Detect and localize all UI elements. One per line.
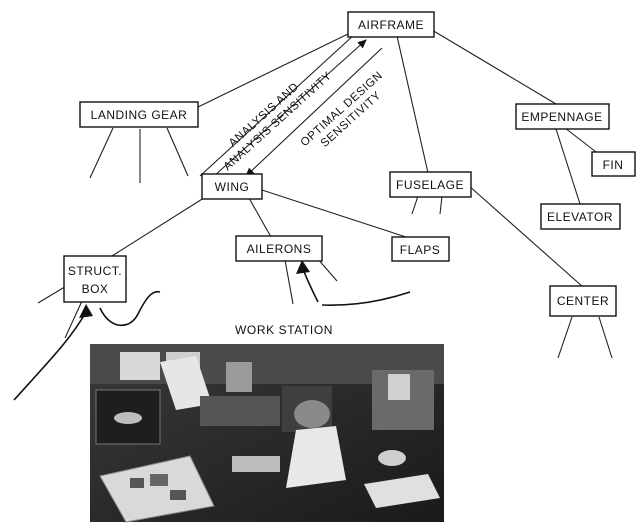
node-flaps-label: FLAPS	[400, 243, 441, 257]
stub-structbox-right	[64, 300, 83, 339]
node-fuselage: FUSELAGE	[389, 171, 472, 198]
stub-structbox-left	[37, 284, 69, 304]
node-fuselage-label: FUSELAGE	[396, 178, 464, 192]
node-ailerons-label: AILERONS	[247, 242, 312, 256]
node-airframe: AIRFRAME	[347, 11, 435, 38]
node-center: CENTER	[549, 285, 617, 317]
node-landing-gear: LANDING GEAR	[79, 101, 199, 128]
node-elevator-label: ELEVATOR	[547, 210, 613, 224]
node-elevator: ELEVATOR	[540, 203, 621, 230]
analysis-label-line2: ANALYSIS SENSITIVITY	[222, 70, 335, 173]
node-airframe-label: AIRFRAME	[358, 18, 424, 32]
stub-center-left	[557, 316, 573, 359]
curve-squiggle-struct-box	[99, 290, 161, 327]
stub-ailerons-left	[284, 259, 294, 305]
edge-airframe-landinggear	[195, 32, 351, 109]
node-wing-label: WING	[215, 180, 250, 194]
node-fin: FIN	[591, 151, 636, 177]
node-empennage-label: EMPENNAGE	[521, 110, 602, 124]
node-struct-box-label-line1: STRUCT.	[68, 264, 122, 278]
optimal-design-arrow	[245, 47, 383, 177]
node-wing: WING	[201, 173, 263, 200]
stub-fuselage-right	[439, 195, 443, 215]
stub-landinggear-right	[166, 127, 189, 177]
curve-arrowhead-struct-box	[79, 304, 93, 318]
analysis-arrow	[213, 39, 367, 177]
edge-wing-flaps	[261, 189, 410, 239]
curve-sweep-ailerons	[321, 291, 411, 306]
curve-arrow-to-struct-box	[13, 311, 87, 401]
curve-arrowhead-ailerons	[296, 260, 310, 274]
edge-wing-ailerons	[248, 197, 272, 238]
workstation-photo	[90, 344, 444, 523]
workstation-label: WORK STATION	[235, 323, 333, 337]
node-fin-label: FIN	[603, 158, 624, 172]
stub-center-right	[598, 316, 613, 359]
node-struct-box: STRUCT. BOX	[63, 255, 127, 303]
optimal-design-label-line1: OPTIMAL DESIGN	[299, 69, 386, 149]
stub-fuselage-left	[411, 195, 419, 215]
stub-ailerons-right	[316, 257, 338, 282]
edge-fuselage-center	[467, 184, 584, 288]
edge-airframe-fuselage	[396, 35, 429, 174]
edge-airframe-wing	[199, 33, 356, 177]
stub-landinggear-left	[89, 127, 114, 179]
node-empennage: EMPENNAGE	[515, 103, 610, 130]
edge-empennage-elevator	[555, 128, 581, 205]
node-flaps: FLAPS	[391, 236, 450, 262]
edge-airframe-empennage	[431, 29, 557, 105]
node-struct-box-label-line2: BOX	[82, 282, 109, 296]
node-ailerons: AILERONS	[235, 235, 323, 262]
node-landing-gear-label: LANDING GEAR	[91, 108, 188, 122]
node-center-label: CENTER	[557, 294, 609, 308]
edge-wing-structbox	[111, 195, 208, 257]
edge-empennage-fin	[564, 127, 601, 156]
